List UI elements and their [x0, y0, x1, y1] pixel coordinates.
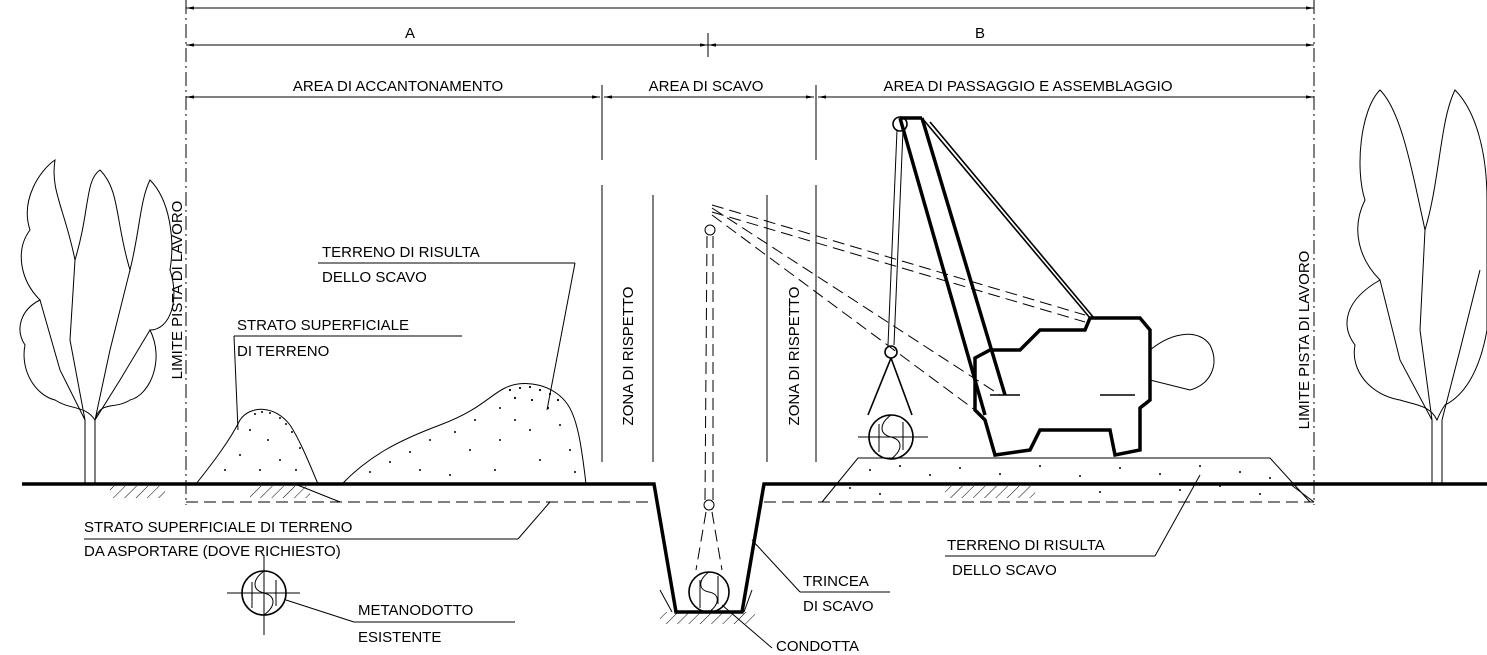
trincea-line1: TRINCEA [803, 573, 869, 590]
terreno-risulta-right-line1: TERRENO DI RISULTA [947, 537, 1105, 554]
label-strato-superficiale [233, 335, 462, 431]
label-trincea [751, 539, 890, 593]
area-accantonamento-label: AREA DI ACCANTONAMENTO [293, 78, 503, 95]
dim-b-label: B [975, 25, 985, 42]
label-metanodotto [285, 599, 515, 623]
dimension-lines [186, 6, 1314, 160]
area-scavo-label: AREA DI SCAVO [649, 78, 764, 95]
label-strato-asportare [84, 501, 551, 540]
zona-rispetto-right-label: ZONA DI RISPETTO [786, 287, 803, 426]
topsoil-pile [195, 408, 319, 485]
lifted-pipe-symbol [858, 414, 928, 460]
strato-superficiale-line2: DI TERRENO [237, 343, 329, 360]
excavated-soil-pile-left [341, 383, 587, 485]
condotta-label: CONDOTTA [776, 638, 859, 655]
strato-superficiale-line1: STRATO SUPERFICIALE [237, 317, 409, 334]
label-terreno-risulta-right [945, 474, 1201, 557]
existing-pipeline-symbol [227, 555, 300, 635]
terreno-risulta-right-line2: DELLO SCAVO [952, 562, 1057, 579]
trincea-line2: DI SCAVO [803, 598, 874, 615]
dim-a-label: A [405, 25, 415, 42]
zona-rispetto-lines [601, 185, 817, 462]
terreno-risulta-left-line2: DELLO SCAVO [322, 269, 427, 286]
area-passaggio-label: AREA DI PASSAGGIO E ASSEMBLAGGIO [884, 78, 1173, 95]
label-terreno-risulta-left [318, 262, 576, 411]
metanodotto-line2: ESISTENTE [358, 629, 441, 646]
left-limit-label: LIMITE PISTA DI LAVORO [169, 201, 186, 380]
strato-asportare-line2: DA ASPORTARE (DOVE RICHIESTO) [84, 543, 341, 560]
tree-right [1346, 89, 1487, 484]
pipelayer-machine [695, 116, 1215, 571]
right-limit-label: LIMITE PISTA DI LAVORO [1296, 251, 1313, 430]
terreno-risulta-left-line1: TERRENO DI RISULTA [322, 244, 480, 261]
trench-pipe-symbol [688, 571, 730, 613]
strato-asportare-line1: STRATO SUPERFICIALE DI TERRENO [84, 519, 352, 536]
metanodotto-line1: METANODOTTO [358, 602, 473, 619]
excavated-soil-pile-right [821, 457, 1311, 503]
tree-left [19, 158, 175, 484]
zona-rispetto-left-label: ZONA DI RISPETTO [620, 287, 637, 426]
label-condotta-leader [721, 604, 773, 649]
